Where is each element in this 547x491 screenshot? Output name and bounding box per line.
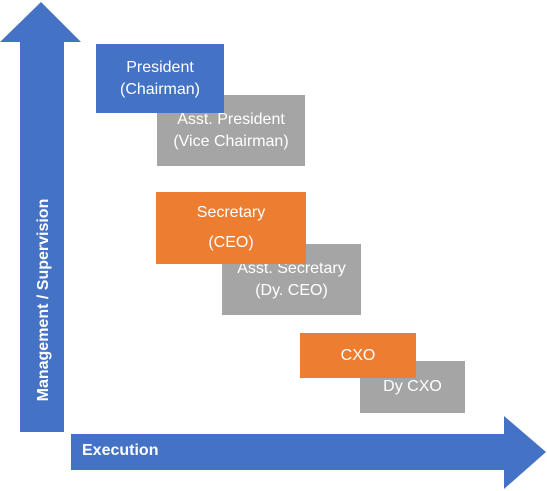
cxo-title: CXO bbox=[340, 346, 376, 364]
secretary-box: Secretary (CEO) bbox=[156, 192, 306, 264]
asst-secretary-subtitle: (Dy. CEO) bbox=[255, 281, 328, 299]
president-box: President (Chairman) bbox=[96, 44, 224, 113]
cxo-box: CXO bbox=[300, 333, 416, 378]
horizontal-axis-arrow bbox=[71, 416, 546, 489]
asst-president-title: Asst. President bbox=[177, 110, 285, 128]
x-axis-label: Execution bbox=[82, 442, 159, 459]
y-axis-label: Management / Supervision bbox=[35, 198, 52, 402]
asst-president-subtitle: (Vice Chairman) bbox=[173, 132, 289, 150]
asst-president-box: Asst. President (Vice Chairman) bbox=[157, 95, 305, 166]
vertical-axis-arrow bbox=[0, 2, 81, 432]
secretary-subtitle: (CEO) bbox=[208, 234, 254, 251]
dy-cxo-title: Dy CXO bbox=[383, 378, 442, 395]
president-title: President bbox=[126, 58, 194, 76]
secretary-title: Secretary bbox=[196, 204, 266, 221]
president-subtitle: (Chairman) bbox=[119, 80, 200, 98]
